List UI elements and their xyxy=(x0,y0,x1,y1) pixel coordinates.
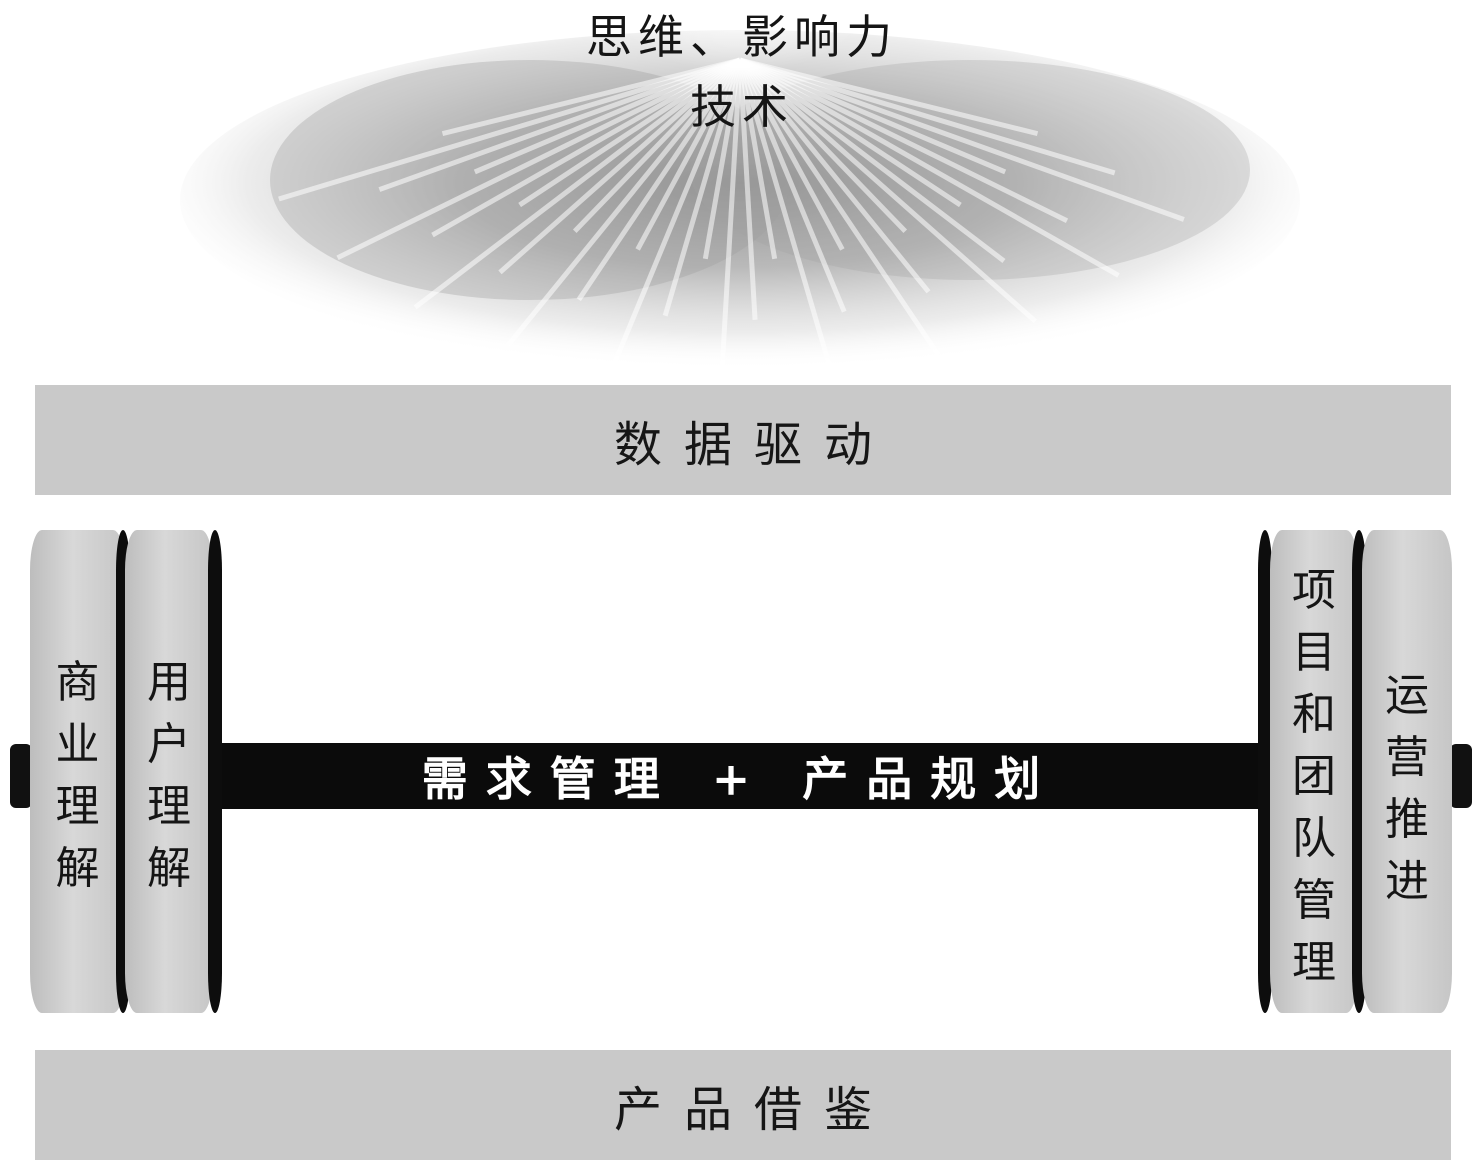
char: 队 xyxy=(1292,813,1336,864)
char: 进 xyxy=(1385,856,1429,907)
plate-text-user: 用 户 理 解 xyxy=(125,652,213,900)
char: 目 xyxy=(1292,627,1336,678)
char: 推 xyxy=(1385,794,1429,845)
axle-end-right xyxy=(1450,744,1472,808)
char: 管 xyxy=(1292,875,1336,926)
plate-edge-left xyxy=(208,530,222,1013)
axle-end-left xyxy=(10,744,32,808)
plate-text-project: 项 目 和 团 队 管 理 xyxy=(1270,560,1358,994)
data-driven-label: 数据驱动 xyxy=(613,417,894,473)
char: 和 xyxy=(1292,689,1336,740)
plate-text-operations: 运 营 推 进 xyxy=(1362,665,1452,913)
plate-project-team-management: 项 目 和 团 队 管 理 xyxy=(1270,530,1358,1013)
char: 项 xyxy=(1292,565,1336,616)
plate-user-understanding: 用 户 理 解 xyxy=(125,530,213,1013)
char: 解 xyxy=(55,843,100,894)
char: 理 xyxy=(1292,937,1336,988)
data-driven-bar: 数据驱动 xyxy=(35,385,1451,495)
product-reference-label: 产品借鉴 xyxy=(613,1082,894,1138)
char: 户 xyxy=(147,719,191,770)
char: 团 xyxy=(1292,751,1336,802)
char: 解 xyxy=(147,843,191,894)
thinking-influence-label: 思维、影响力 xyxy=(586,10,898,64)
cloud-rays-illustration xyxy=(150,0,1330,390)
product-reference-bar: 产品借鉴 xyxy=(35,1050,1451,1160)
char: 运 xyxy=(1385,670,1429,721)
plate-business-understanding: 商 业 理 解 xyxy=(30,530,125,1013)
technology-label: 技术 xyxy=(690,80,794,134)
plate-text-business: 商 业 理 解 xyxy=(30,652,125,900)
char: 理 xyxy=(147,781,191,832)
barbell-axle: 需求管理 + 产品规划 xyxy=(200,743,1280,809)
char: 业 xyxy=(55,719,100,770)
axle-label: 需求管理 + 产品规划 xyxy=(421,752,1059,806)
char: 理 xyxy=(55,781,100,832)
char: 商 xyxy=(55,657,100,708)
char: 营 xyxy=(1385,732,1429,783)
plate-operations: 运 营 推 进 xyxy=(1362,530,1452,1013)
char: 用 xyxy=(147,657,191,708)
plate-edge-right xyxy=(1258,530,1272,1013)
